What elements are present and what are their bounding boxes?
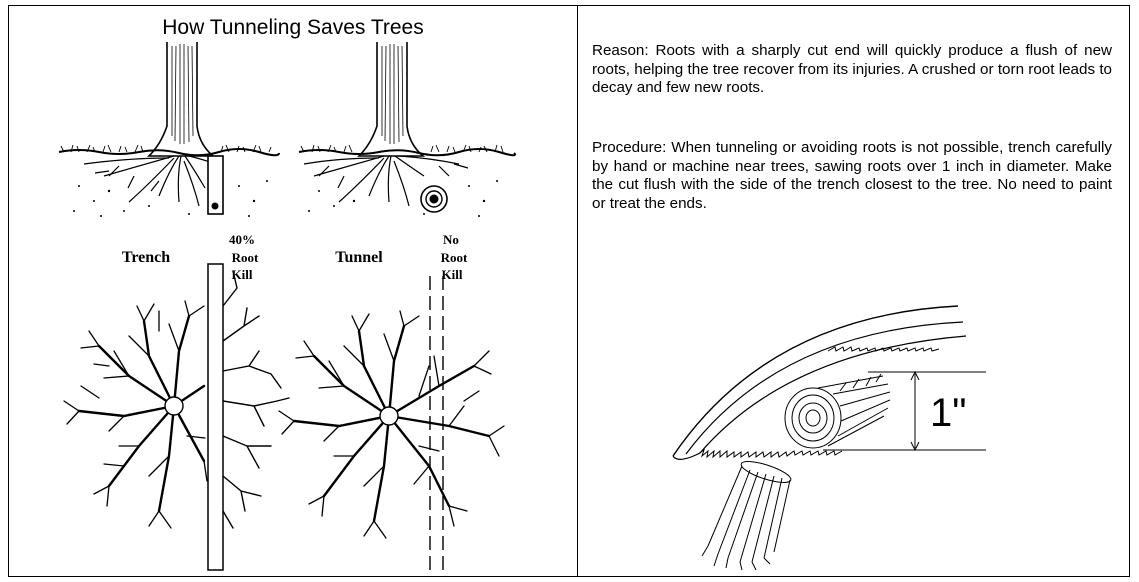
tunneling-diagram: Trench 40% Root Kill Tunnel No Root Kill [9, 6, 577, 576]
tunnel-kill-line2: Root [441, 250, 468, 265]
trench-label: Trench [122, 249, 170, 266]
trench-kill-line1: 40% [229, 232, 255, 247]
tunnel-kill-line1: No [443, 232, 459, 247]
diameter-label: 1" [930, 391, 966, 435]
cut-root-end [785, 374, 890, 448]
root-stub [702, 457, 793, 570]
saw-blade [673, 306, 966, 459]
tunnel-side-view [299, 42, 515, 217]
tunnel-kill-line3: Kill [442, 267, 463, 282]
trench-cut-bar [208, 264, 223, 570]
right-panel: Reason: Roots with a sharply cut end wil… [578, 6, 1129, 576]
trench-plan-view [64, 271, 289, 528]
trench-kill-line2: Root [232, 250, 259, 265]
trench-side-view [59, 42, 279, 217]
saw-cut-illustration: 1" [578, 6, 1129, 576]
tunnel-label: Tunnel [335, 249, 383, 266]
left-panel: How Tunneling Saves Trees [9, 6, 577, 576]
tunnel-plan-view [279, 311, 504, 538]
